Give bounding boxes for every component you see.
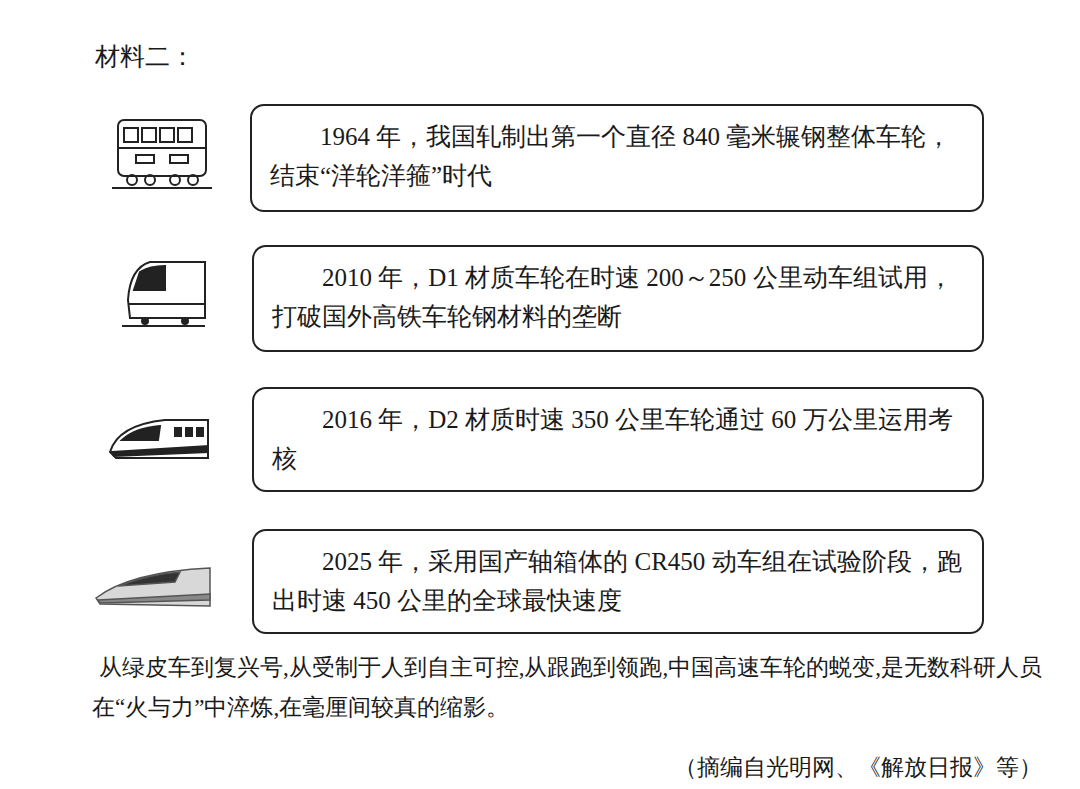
event-text: 2025 年，采用国产轴箱体的 CR450 动车组在试验阶段，跑出时速 450 … (272, 543, 964, 621)
emu-train-icon (122, 262, 205, 326)
event-text: 1964 年，我国轧制出第一个直径 840 毫米辗钢整体车轮，结束“洋轮洋箍”时… (270, 118, 964, 196)
source-note: （摘编自光明网、《解放日报》等） (674, 752, 1042, 783)
old-train-icon (112, 120, 212, 188)
timeline-box: 2016 年，D2 材质时速 350 公里车轮通过 60 万公里运用考核 (252, 387, 984, 492)
timeline-box: 1964 年，我国轧制出第一个直径 840 毫米辗钢整体车轮，结束“洋轮洋箍”时… (250, 104, 984, 212)
timeline-box: 2010 年，D1 材质车轮在时速 200～250 公里动车组试用，打破国外高铁… (252, 245, 984, 352)
hsr-train-icon (110, 420, 208, 458)
event-text: 2010 年，D1 材质车轮在时速 200～250 公里动车组试用，打破国外高铁… (272, 259, 964, 337)
cr450-train-icon (96, 568, 210, 606)
event-text: 2016 年，D2 材质时速 350 公里车轮通过 60 万公里运用考核 (272, 401, 964, 479)
summary-paragraph: 从绿皮车到复兴号,从受制于人到自主可控,从跟跑到领跑,中国高速车轮的蜕变,是无数… (92, 648, 1047, 729)
timeline-box: 2025 年，采用国产轴箱体的 CR450 动车组在试验阶段，跑出时速 450 … (252, 529, 984, 634)
material-title: 材料二： (95, 40, 195, 73)
